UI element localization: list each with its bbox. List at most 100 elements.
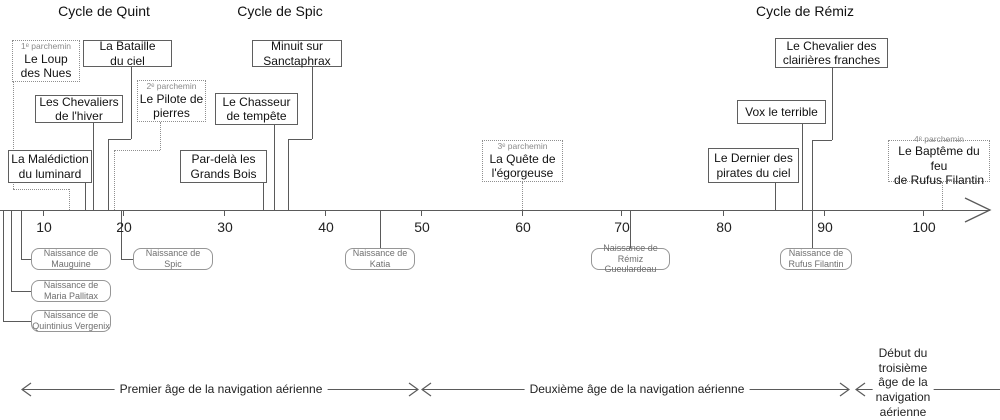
book-title: La Malédiction du luminard bbox=[11, 152, 89, 181]
era-arrow-right-icon bbox=[839, 382, 850, 397]
birth-box-quintinius-vergenix: Naissance de Quintinius Vergenix bbox=[31, 310, 111, 332]
axis-tick-label: 50 bbox=[414, 219, 430, 235]
book-box-le-chevalier-des-clairieres-franches: Le Chevalier des clairières franches bbox=[775, 38, 888, 68]
book-box-minuit-sur-sanctaphrax: Minuit sur Sanctaphrax bbox=[252, 39, 342, 68]
connector-birth-spic-h bbox=[121, 259, 133, 260]
axis-tick bbox=[325, 210, 326, 216]
book-box-vox-le-terrible: Vox le terrible bbox=[737, 100, 826, 124]
connector-bataille-v1 bbox=[131, 67, 132, 139]
book-title: La Quête de l'égorgeuse bbox=[489, 151, 556, 180]
connector-bapteme bbox=[942, 182, 943, 210]
cycle-heading-spic: Cycle de Spic bbox=[237, 3, 323, 19]
connector-loup-v2 bbox=[69, 189, 70, 210]
connector-vox bbox=[802, 124, 803, 210]
book-title: Le Baptême du feu de Rufus Filantin bbox=[893, 144, 985, 187]
parchment-caption: 3ᵉ parchemin bbox=[497, 141, 548, 152]
birth-box-maria-pallitax: Naissance de Maria Pallitax bbox=[31, 280, 111, 302]
connector-loup-h bbox=[13, 189, 69, 190]
cycle-heading-remiz: Cycle de Rémiz bbox=[755, 3, 855, 19]
axis-tick-label: 90 bbox=[817, 219, 833, 235]
timeline-axis bbox=[0, 210, 990, 211]
parchment-caption: 4ᵉ parchemin bbox=[914, 134, 964, 145]
connector-birth-mauguine-h bbox=[21, 259, 31, 260]
connector-pilote-v1 bbox=[160, 122, 161, 150]
birth-box-spic: Naissance de Spic bbox=[133, 248, 213, 270]
book-box-la-quete-de-l-egorgeuse: 3ᵉ parchemin La Quête de l'égorgeuse bbox=[482, 140, 563, 182]
book-box-par-dela-les-grands-bois: Par-delà les Grands Bois bbox=[180, 150, 267, 183]
parchment-caption: 1ᵉ parchemin bbox=[21, 41, 71, 52]
book-box-le-loup-des-nues: 1ᵉ parchemin Le Loup des Nues bbox=[12, 40, 80, 82]
parchment-caption: 2ᵉ parchemin bbox=[146, 81, 197, 92]
book-box-les-chevaliers-de-l-hiver: Les Chevaliers de l'hiver bbox=[35, 95, 123, 123]
book-title: La Bataille du ciel bbox=[99, 39, 156, 68]
era-arrow-left-icon bbox=[855, 382, 866, 397]
book-title: Par-delà les Grands Bois bbox=[190, 152, 257, 181]
era-label-deuxieme: Deuxième âge de la navigation aérienne bbox=[524, 382, 750, 396]
book-box-le-chasseur-de-tempete: Le Chasseur de tempête bbox=[215, 93, 298, 125]
connector-pilote-v2 bbox=[114, 150, 115, 210]
book-box-le-pilote-de-pierres: 2ᵉ parchemin Le Pilote de pierres bbox=[137, 80, 206, 122]
era-arrow-left-icon bbox=[21, 382, 32, 397]
birth-box-rufus-filantin: Naissance de Rufus Filantin bbox=[780, 248, 852, 270]
connector-birth-spic-v bbox=[121, 211, 122, 259]
axis-tick-label: 30 bbox=[217, 219, 233, 235]
book-title: Le Loup des Nues bbox=[20, 51, 72, 80]
axis-tick bbox=[123, 210, 124, 216]
era-arrow-left-icon bbox=[421, 382, 432, 397]
connector-loup-v1 bbox=[13, 82, 14, 189]
connector-malediction bbox=[85, 183, 86, 210]
birth-box-katia: Naissance de Katia bbox=[345, 248, 415, 270]
era-arrow-right-icon bbox=[408, 382, 419, 397]
connector-birth-quintinius-v bbox=[3, 211, 4, 321]
connector-birth-pallitax-h bbox=[11, 291, 31, 292]
axis-tick bbox=[522, 210, 523, 216]
book-title: Vox le terrible bbox=[745, 104, 818, 119]
axis-tick-label: 70 bbox=[614, 219, 630, 235]
axis-arrowhead-icon bbox=[964, 197, 992, 223]
connector-dernier bbox=[775, 183, 776, 210]
era-label-premier: Premier âge de la navigation aérienne bbox=[114, 382, 328, 396]
connector-chevalier-v2 bbox=[812, 140, 813, 210]
axis-tick-label: 10 bbox=[36, 219, 52, 235]
axis-tick bbox=[723, 210, 724, 216]
connector-pardela bbox=[263, 183, 264, 210]
axis-tick bbox=[43, 210, 44, 216]
book-title: Le Dernier des pirates du ciel bbox=[714, 151, 793, 180]
book-title: Le Pilote de pierres bbox=[139, 91, 204, 120]
connector-minuit-h bbox=[288, 139, 312, 140]
connector-birth-quintinius-h bbox=[3, 321, 31, 322]
connector-minuit-v1 bbox=[312, 67, 313, 139]
book-title: Le Chevalier des clairières franches bbox=[782, 38, 881, 67]
axis-tick-label: 20 bbox=[116, 219, 132, 235]
axis-tick bbox=[824, 210, 825, 216]
connector-bataille-h bbox=[108, 139, 131, 140]
book-box-le-dernier-des-pirates-du-ciel: Le Dernier des pirates du ciel bbox=[708, 148, 799, 183]
connector-birth-rufus bbox=[812, 211, 813, 248]
connector-quete bbox=[522, 182, 523, 210]
book-title: Les Chevaliers de l'hiver bbox=[39, 94, 119, 123]
axis-tick-label: 60 bbox=[515, 219, 531, 235]
connector-birth-remiz bbox=[630, 211, 631, 248]
connector-chevalier-v1 bbox=[832, 68, 833, 140]
axis-tick bbox=[224, 210, 225, 216]
connector-chasseur bbox=[274, 125, 275, 210]
connector-pilote-h bbox=[114, 150, 160, 151]
connector-chevaliers bbox=[93, 123, 94, 210]
era-label-troisieme: Début du troisième âge de la navigation … bbox=[872, 346, 934, 420]
book-title: Minuit sur Sanctaphrax bbox=[263, 39, 331, 68]
connector-chevalier-h bbox=[812, 140, 832, 141]
cycle-heading-quint: Cycle de Quint bbox=[58, 3, 150, 19]
axis-tick-label: 40 bbox=[318, 219, 334, 235]
book-title: Le Chasseur de tempête bbox=[222, 94, 291, 123]
axis-tick-label: 100 bbox=[912, 219, 936, 235]
birth-box-remiz-gueulardeau: Naissance de Rémiz Gueulardeau bbox=[591, 243, 670, 274]
connector-birth-mauguine-v bbox=[21, 211, 22, 259]
book-box-le-bapteme-du-feu-de-rufus-filantin: 4ᵉ parchemin Le Baptême du feu de Rufus … bbox=[888, 134, 990, 187]
connector-birth-katia bbox=[380, 211, 381, 248]
axis-tick bbox=[621, 210, 622, 216]
axis-tick-label: 80 bbox=[716, 219, 732, 235]
axis-tick bbox=[923, 210, 924, 216]
connector-minuit-v2 bbox=[288, 139, 289, 210]
connector-bataille-v2 bbox=[108, 139, 109, 210]
axis-tick bbox=[421, 210, 422, 216]
